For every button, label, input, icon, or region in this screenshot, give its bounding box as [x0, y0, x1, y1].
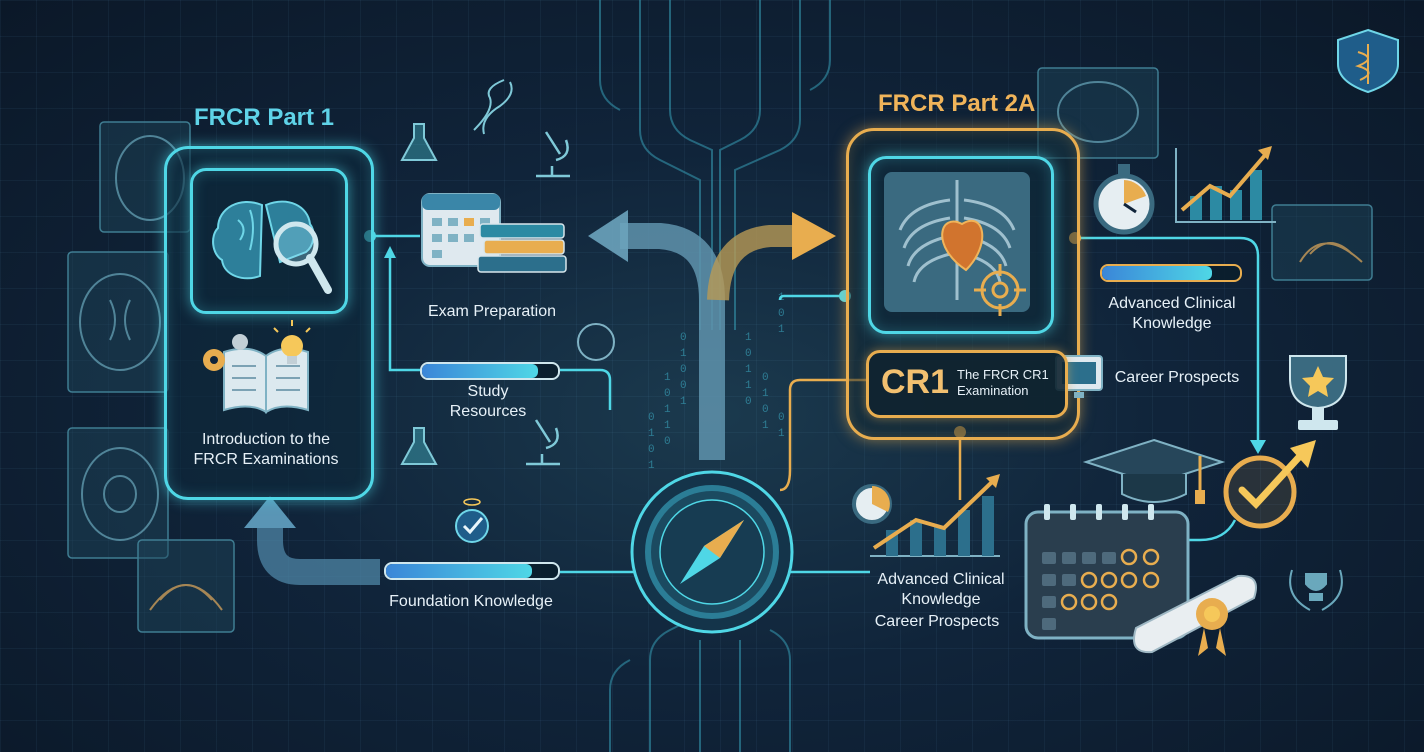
svg-text:0: 0	[762, 372, 769, 384]
svg-text:1: 1	[680, 396, 687, 408]
part1-title: FRCR Part 1	[194, 104, 335, 131]
svg-text:1: 1	[745, 364, 752, 376]
part1-image-frame	[190, 168, 348, 314]
svg-text:0: 0	[648, 412, 655, 424]
foundation-knowledge-label: Foundation Knowledge	[389, 593, 553, 610]
career-prospects-label-bottom: Career Prospects	[874, 613, 1000, 630]
svg-text:1: 1	[648, 460, 655, 472]
svg-text:1: 1	[664, 420, 671, 432]
ultrasound-icon	[149, 242, 1363, 611]
svg-text:0: 0	[745, 348, 752, 360]
svg-text:1: 1	[664, 404, 671, 416]
svg-text:1: 1	[778, 428, 785, 440]
svg-text:0: 0	[680, 364, 687, 376]
cr1-badge[interactable]: CR1 The FRCR CR1 Examination	[866, 350, 1068, 418]
svg-text:0: 0	[778, 412, 785, 424]
study-resources-progress	[420, 362, 560, 380]
svg-text:0: 0	[648, 444, 655, 456]
svg-text:0: 0	[680, 380, 687, 392]
svg-text:0: 0	[664, 436, 671, 448]
svg-text:1: 1	[680, 348, 687, 360]
part2a-image-frame	[868, 156, 1054, 334]
exam-preparation-label: Exam Preparation	[427, 303, 557, 320]
cr1-description: The FRCR CR1 Examination	[957, 367, 1049, 398]
advanced-clinical-progress	[1100, 264, 1242, 282]
part1-card-label: Introduction to the FRCR Examinations	[193, 431, 339, 468]
career-prospects-label-right: Career Prospects	[1114, 369, 1240, 386]
svg-text:1: 1	[762, 420, 769, 432]
svg-text:0: 0	[680, 332, 687, 344]
advanced-clinical-label-bottom: Advanced Clinical Knowledge	[877, 571, 1005, 608]
svg-text:1: 1	[778, 324, 785, 336]
study-resources-label: Study Resources	[449, 383, 527, 420]
svg-text:0: 0	[778, 308, 785, 320]
part2a-title: FRCR Part 2A	[878, 90, 1036, 117]
svg-text:1: 1	[745, 332, 752, 344]
advanced-clinical-label-right: Advanced Clinical Knowledge	[1108, 295, 1236, 332]
svg-text:0: 0	[762, 404, 769, 416]
svg-text:1: 1	[762, 388, 769, 400]
svg-text:0: 0	[664, 388, 671, 400]
svg-text:1: 1	[648, 428, 655, 440]
foundation-knowledge-progress	[384, 562, 560, 580]
svg-text:1: 1	[745, 380, 752, 392]
cr1-code: CR1	[881, 363, 950, 401]
svg-text:1: 1	[664, 372, 671, 384]
svg-text:0: 0	[745, 396, 752, 408]
